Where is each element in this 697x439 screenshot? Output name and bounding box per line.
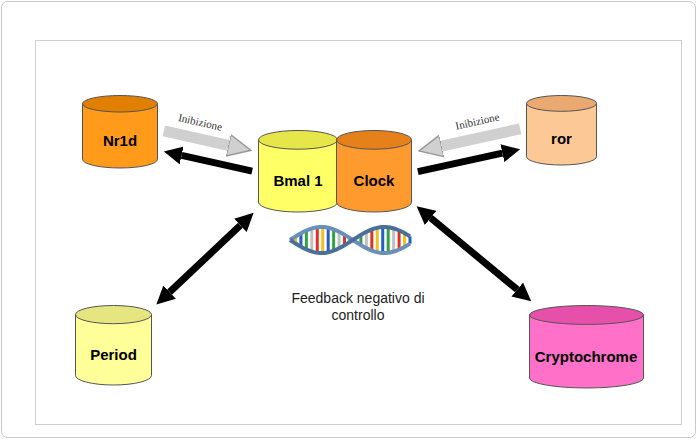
note-label: Feedback negativo di controllo (283, 290, 433, 324)
cylinder-shape (529, 305, 644, 388)
node-label: Cryptochrome (535, 348, 638, 365)
cylinder-node: Clock (336, 130, 412, 212)
cylinder-shape (75, 305, 152, 385)
activation-arrow (431, 218, 518, 290)
node-label: Clock (354, 172, 395, 189)
node-label: Bmal 1 (273, 172, 322, 189)
inhibition-arrow (164, 131, 229, 145)
activation-arrow (182, 155, 253, 171)
cylinder-shape (258, 130, 338, 212)
cylinder-node: Nr1d (82, 95, 158, 168)
inhibition-arrow (442, 129, 521, 146)
dna-illustration (290, 227, 410, 253)
cylinder-node: Bmal 1 (258, 130, 338, 212)
cylinder-node: Cryptochrome (529, 305, 644, 388)
activation-arrow (170, 225, 241, 292)
cylinder-shape (82, 95, 158, 168)
activation-arrow (418, 153, 502, 171)
node-label: Nr1d (103, 132, 137, 149)
node-label: Period (90, 346, 137, 363)
cylinder-node: ror (526, 95, 597, 165)
node-label: ror (551, 130, 572, 147)
cylinder-node: Period (75, 305, 152, 385)
cylinder-shape (336, 130, 412, 212)
